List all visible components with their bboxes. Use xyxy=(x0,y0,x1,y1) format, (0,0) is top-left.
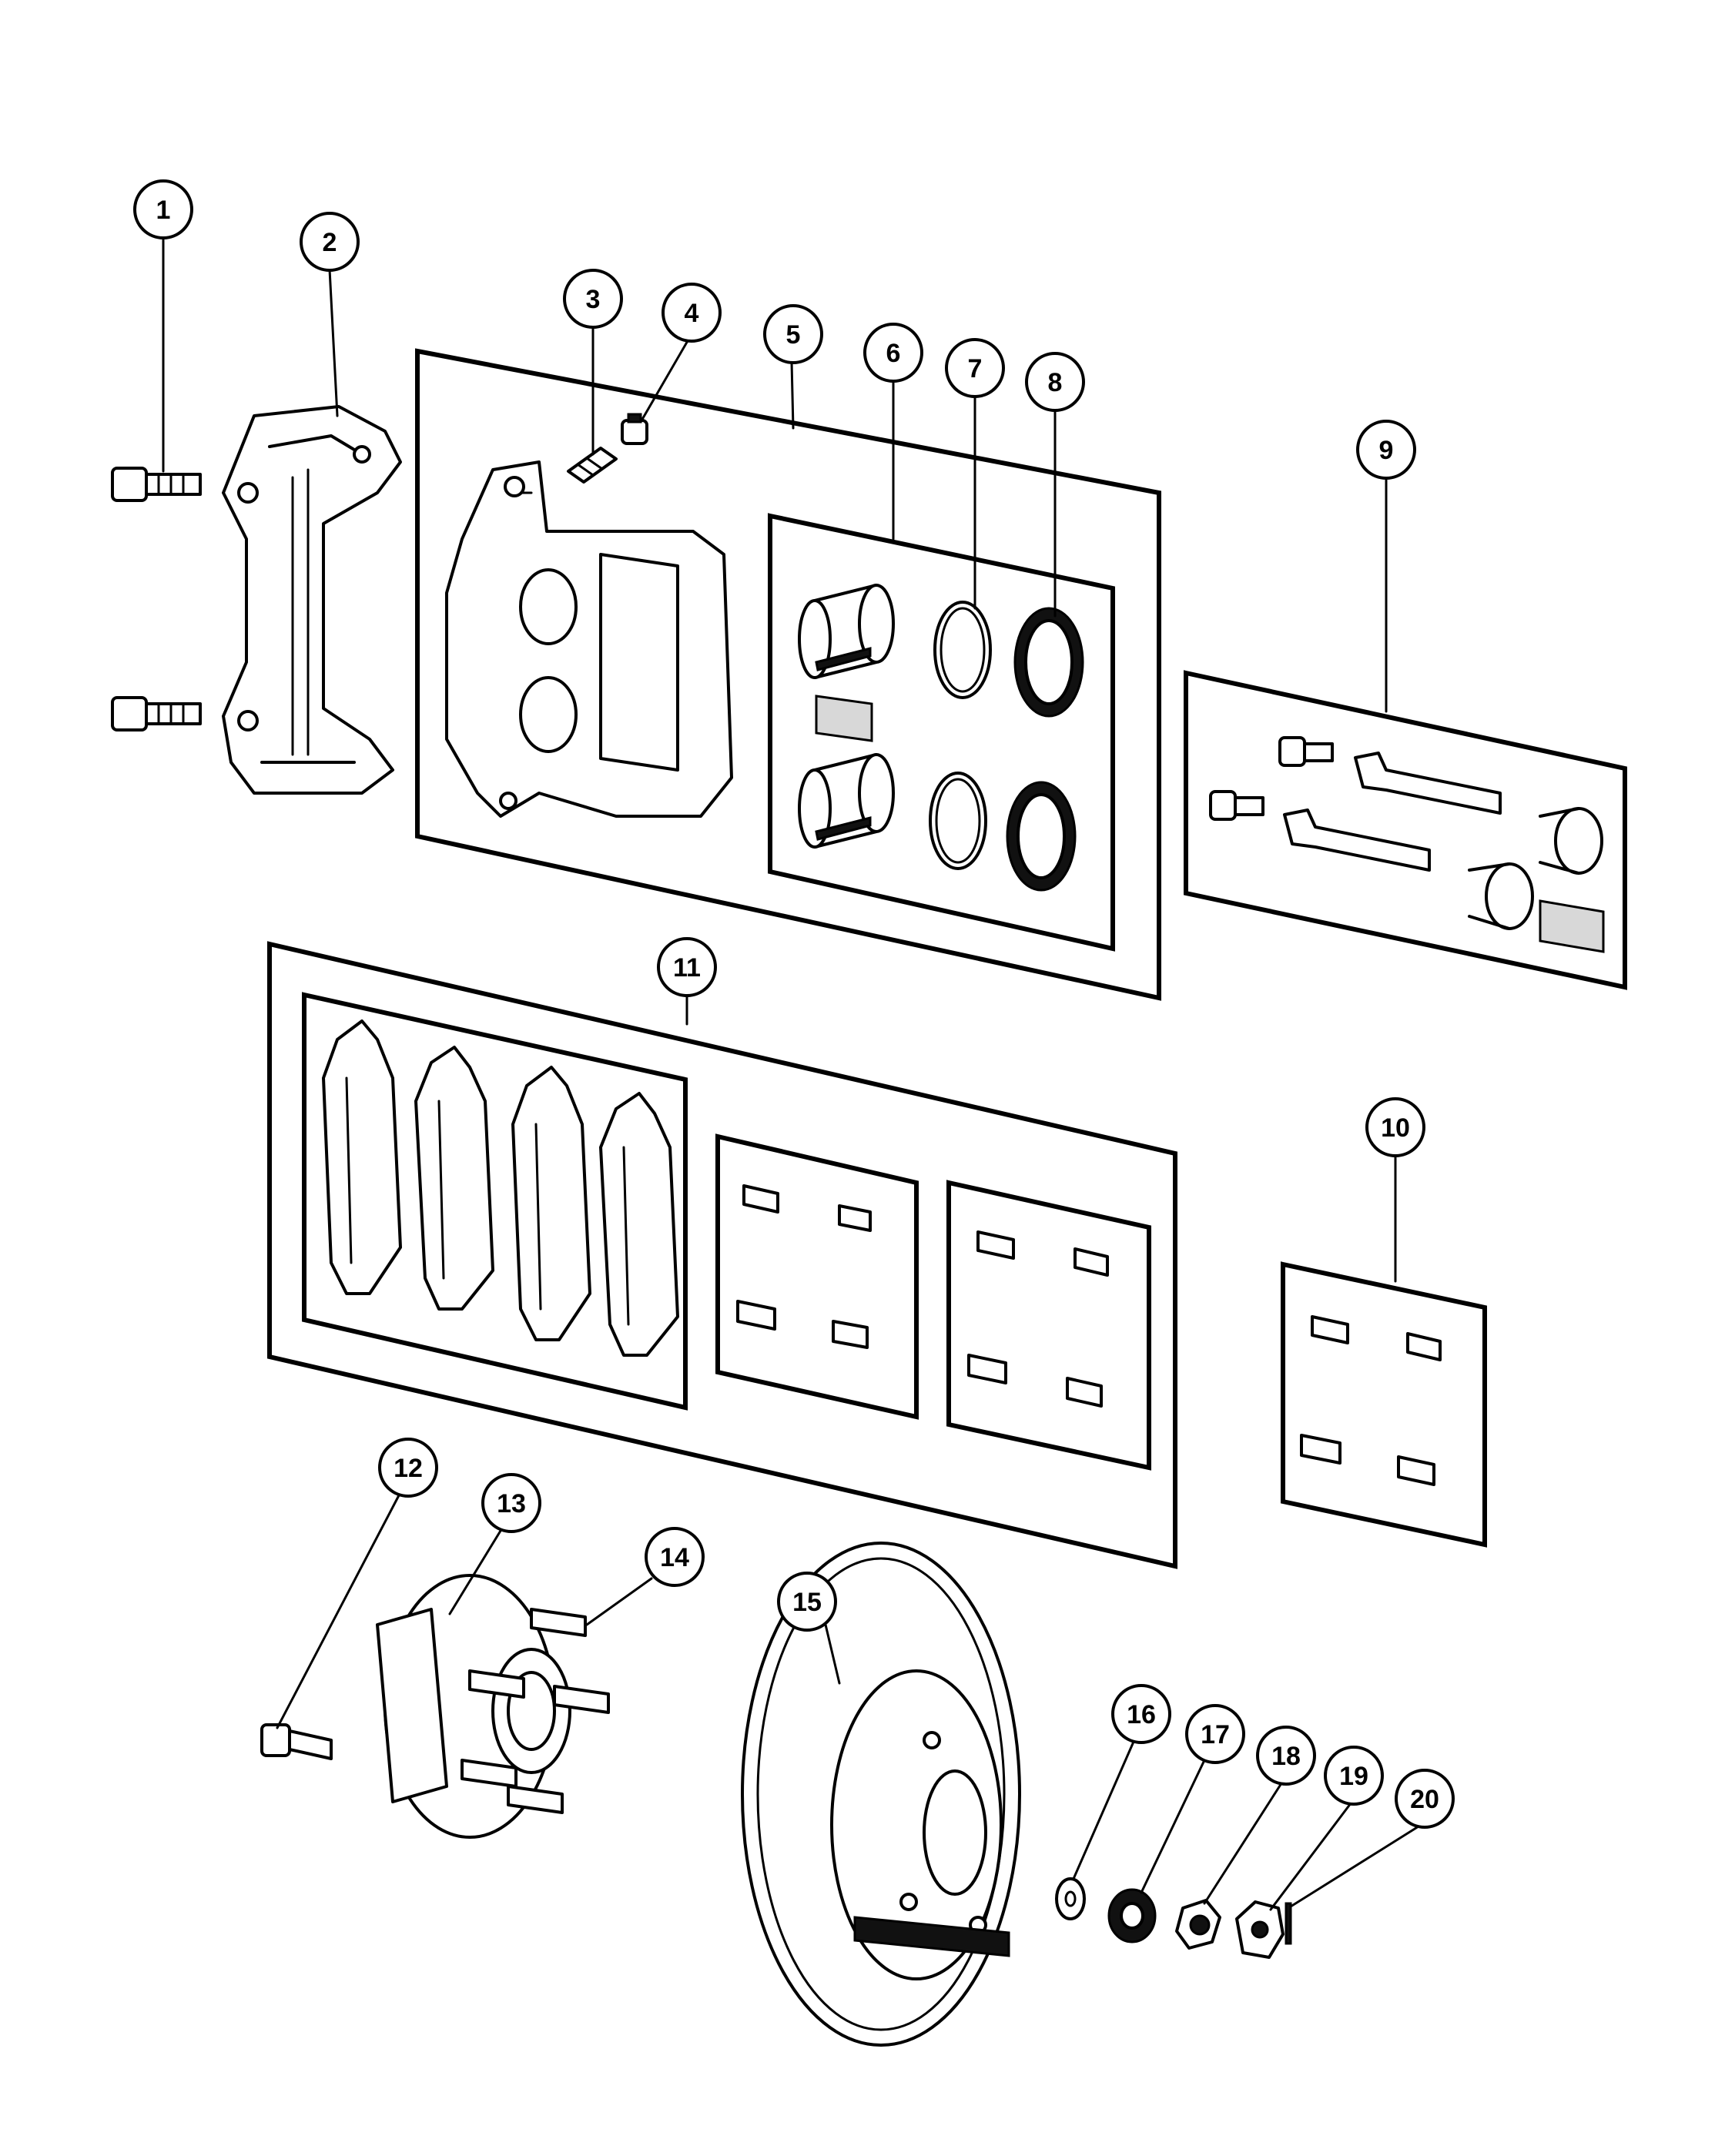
svg-text:13: 13 xyxy=(497,1489,526,1518)
callout-16: 16 xyxy=(1111,1684,1171,1744)
callout-18: 18 xyxy=(1256,1726,1316,1786)
callout-7: 7 xyxy=(945,338,1005,398)
cotter-pin-drawing xyxy=(1285,1902,1292,1945)
nut-retainer-drawing xyxy=(1235,1900,1285,1959)
brake-pad-kit-box xyxy=(267,941,1177,1569)
callout-2: 2 xyxy=(300,212,360,272)
callout-9: 9 xyxy=(1356,420,1416,480)
caliper-pin-kit-box xyxy=(1184,670,1627,990)
svg-text:15: 15 xyxy=(792,1588,822,1617)
svg-text:11: 11 xyxy=(673,953,701,983)
callout-10: 10 xyxy=(1365,1097,1425,1157)
callout-13: 13 xyxy=(481,1473,541,1533)
callout-1: 1 xyxy=(133,179,193,239)
svg-text:8: 8 xyxy=(1048,368,1063,397)
svg-text:1: 1 xyxy=(156,196,171,225)
brake-pads-drawing xyxy=(322,1019,679,1357)
pad-hardware-kit-box xyxy=(1281,1261,1487,1548)
callout-5: 5 xyxy=(763,304,823,364)
caliper-body-drawing xyxy=(445,460,733,818)
svg-text:20: 20 xyxy=(1410,1785,1439,1814)
pad-clips-subbox-a xyxy=(715,1133,919,1420)
svg-text:10: 10 xyxy=(1381,1113,1410,1143)
leader-lines xyxy=(162,237,1420,1911)
callout-19: 19 xyxy=(1324,1746,1384,1806)
svg-text:3: 3 xyxy=(586,285,601,314)
svg-text:9: 9 xyxy=(1379,436,1394,465)
spring-washer-drawing xyxy=(1107,1888,1157,1943)
caliper-piston-kit-box xyxy=(768,513,1115,952)
svg-text:17: 17 xyxy=(1201,1720,1230,1749)
svg-text:2: 2 xyxy=(323,228,337,257)
piston-boot-drawing xyxy=(1006,607,1084,892)
svg-text:6: 6 xyxy=(886,339,901,368)
svg-text:16: 16 xyxy=(1127,1700,1156,1729)
svg-text:5: 5 xyxy=(786,320,801,350)
hub-nut-drawing xyxy=(1175,1899,1221,1950)
svg-text:14: 14 xyxy=(660,1543,689,1572)
pad-clips-subbox-b xyxy=(946,1180,1151,1471)
callout-4: 4 xyxy=(662,283,722,343)
svg-text:7: 7 xyxy=(968,354,983,383)
pads-subbox xyxy=(302,992,688,1411)
caliper-pin-kit-drawing xyxy=(1209,736,1605,953)
svg-text:4: 4 xyxy=(685,299,699,328)
svg-text:12: 12 xyxy=(394,1454,423,1483)
callout-12: 12 xyxy=(378,1438,438,1498)
callout-6: 6 xyxy=(863,323,923,383)
piston-seal-drawing xyxy=(929,601,992,870)
caliper-piston-drawing xyxy=(798,584,895,849)
svg-text:18: 18 xyxy=(1271,1742,1301,1771)
washer-drawing xyxy=(1055,1877,1086,1920)
callout-15: 15 xyxy=(777,1572,837,1632)
caliper-adapter-drawing xyxy=(222,405,402,795)
callout-3: 3 xyxy=(563,269,623,329)
brake-rotor-drawing xyxy=(741,1542,1021,2047)
bleeder-screw-drawing xyxy=(567,447,618,484)
callout-11: 11 xyxy=(657,937,717,997)
svg-text:19: 19 xyxy=(1339,1762,1368,1791)
callout-8: 8 xyxy=(1025,352,1085,412)
hub-bolt-drawing xyxy=(260,1723,333,1760)
callout-17: 17 xyxy=(1185,1704,1245,1764)
callout-14: 14 xyxy=(645,1527,705,1587)
pad-clips-drawing xyxy=(736,1184,1442,1486)
wheel-stud-drawing xyxy=(461,1608,610,1814)
callout-20: 20 xyxy=(1395,1769,1455,1829)
caliper-assembly-box xyxy=(415,348,1161,1001)
bleeder-cap-drawing xyxy=(621,413,648,445)
bolt-drawing xyxy=(111,467,202,732)
